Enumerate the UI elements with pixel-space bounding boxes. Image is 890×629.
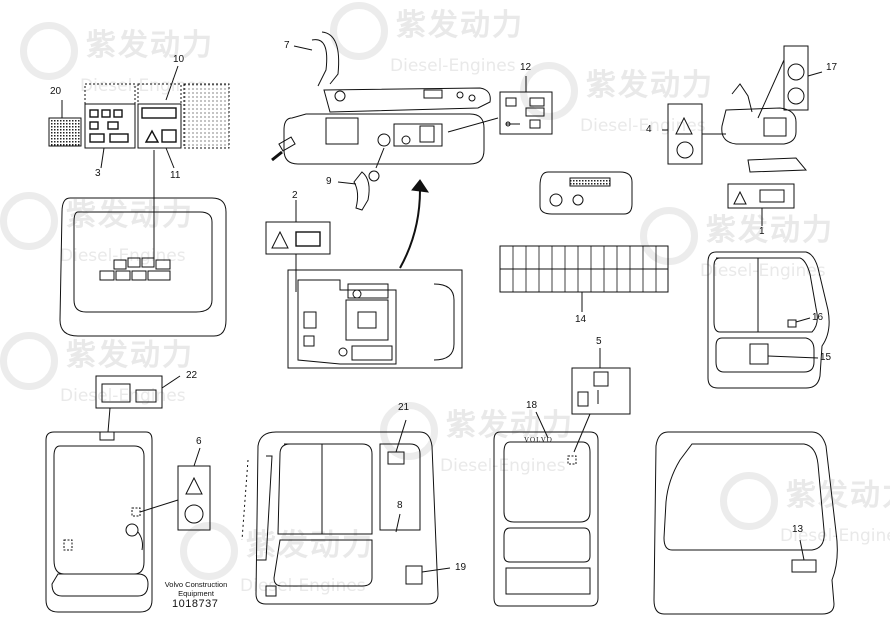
label-2 (265, 200, 331, 292)
label-14 (499, 245, 669, 312)
callout-1: 1 (759, 226, 765, 237)
part-number: 1018737 (172, 598, 219, 610)
callout-5: 5 (596, 336, 602, 347)
callout-21: 21 (398, 402, 410, 413)
callout-10: 10 (173, 54, 185, 65)
callout-18: 18 (526, 400, 538, 411)
callout-19: 19 (455, 562, 467, 573)
door-center (241, 419, 451, 605)
door-bottom-left (45, 375, 211, 613)
callout-20: 20 (50, 86, 62, 97)
callout-16: 16 (812, 312, 824, 323)
console-plan-view (287, 269, 463, 369)
callout-7: 7 (284, 40, 290, 51)
callout-6: 6 (196, 436, 202, 447)
callout-13: 13 (792, 524, 804, 535)
side-panel-shell (59, 197, 227, 337)
callout-17: 17 (826, 62, 838, 73)
callout-14: 14 (575, 314, 587, 325)
joystick-group (662, 45, 823, 226)
callout-22: 22 (186, 370, 198, 381)
switch-bar (539, 171, 633, 215)
callout-12: 12 (520, 62, 532, 73)
callout-4: 4 (646, 124, 652, 135)
callout-2: 2 (292, 190, 298, 201)
callout-15: 15 (820, 352, 832, 363)
callout-8: 8 (397, 500, 403, 511)
callout-11: 11 (170, 170, 181, 181)
callout-9: 9 (326, 176, 332, 187)
direction-arrow (399, 189, 421, 269)
callout-3: 3 (95, 168, 101, 179)
arrow-head-icon (411, 179, 430, 193)
door-center-right (493, 348, 631, 607)
door-panel-right (707, 251, 830, 389)
volvo-plate: VOLVO (524, 436, 553, 444)
credit-text: Volvo Construction Equipment (164, 580, 228, 598)
control-console (271, 31, 499, 211)
label-sheet-group-top-left (48, 65, 230, 265)
door-right-bottom (653, 431, 838, 615)
label-12 (499, 76, 553, 135)
